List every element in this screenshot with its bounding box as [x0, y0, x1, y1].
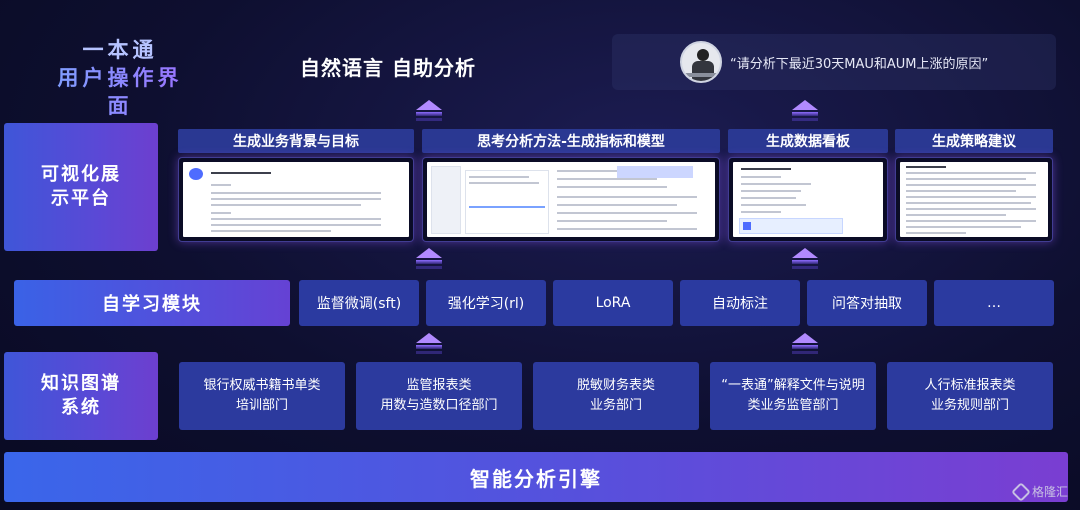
step-title-strategy: 生成策略建议 [895, 129, 1053, 153]
method-chip-rl: 强化学习(rl) [426, 280, 546, 326]
knowledge-source-pboc-line1: 人行标准报表类 [924, 378, 1016, 393]
arrow-up-icon [416, 248, 442, 270]
arrow-up-icon [792, 248, 818, 270]
screen-strategy-doc[interactable] [895, 157, 1053, 242]
method-chip-sft: 监督微调(sft) [299, 280, 419, 326]
screen-method-doc[interactable] [422, 157, 720, 242]
brand-line-1: 一本通 [82, 38, 158, 62]
knowledge-source-one-table-line1: “一表通”解释文件与说明 [721, 378, 865, 393]
screen-dashboard-doc[interactable] [728, 157, 888, 242]
method-chip-qa-extract: 问答对抽取 [807, 280, 927, 326]
knowledge-source-financial-line2: 业务部门 [589, 398, 642, 413]
tagline: 自然语言 自助分析 [300, 56, 476, 80]
knowledge-source-financial: 脱敏财务表类 业务部门 [533, 362, 699, 430]
layer-visualization-text: 可视化展示平台 [41, 164, 121, 209]
arrow-up-icon [792, 100, 818, 122]
watermark-logo-icon [1011, 481, 1031, 502]
arrow-up-icon [792, 333, 818, 355]
method-chip-auto-label: 自动标注 [680, 280, 800, 326]
step-title-dashboard: 生成数据看板 [728, 129, 888, 153]
method-chip-more: … [934, 280, 1054, 326]
knowledge-source-regulatory-line2: 用数与造数口径部门 [380, 398, 498, 413]
arrow-up-icon [416, 333, 442, 355]
arrow-up-icon [416, 100, 442, 122]
watermark: 格隆汇 [1011, 481, 1068, 502]
method-chip-lora: LoRA [553, 280, 673, 326]
brand-line-2: 用户操作界面 [50, 64, 190, 120]
query-box: “请分析下最近30天MAU和AUM上涨的原因” [612, 34, 1056, 90]
screen-background-doc[interactable] [178, 157, 414, 242]
brand-title: 一本通 用户操作界面 [50, 36, 190, 120]
user-avatar-icon [680, 41, 722, 83]
step-title-method: 思考分析方法-生成指标和模型 [422, 129, 720, 153]
knowledge-source-regulatory: 监管报表类 用数与造数口径部门 [356, 362, 522, 430]
knowledge-source-books-line2: 培训部门 [235, 398, 288, 413]
layer-label-self-learning: 自学习模块 [14, 280, 290, 326]
layer-label-engine: 智能分析引擎 [4, 452, 1068, 502]
knowledge-source-books-line1: 银行权威书籍书单类 [203, 378, 321, 393]
query-text: “请分析下最近30天MAU和AUM上涨的原因” [730, 56, 989, 72]
step-title-background: 生成业务背景与目标 [178, 129, 414, 153]
knowledge-source-books: 银行权威书籍书单类 培训部门 [179, 362, 345, 430]
layer-label-knowledge-graph: 知识图谱系统 [4, 352, 158, 440]
layer-label-visualization: 可视化展示平台 [4, 123, 158, 251]
knowledge-source-one-table-line2: 类业务监管部门 [747, 398, 839, 413]
watermark-text: 格隆汇 [1031, 485, 1068, 499]
knowledge-source-one-table: “一表通”解释文件与说明 类业务监管部门 [710, 362, 876, 430]
knowledge-source-pboc: 人行标准报表类 业务规则部门 [887, 362, 1053, 430]
layer-knowledge-graph-text: 知识图谱系统 [41, 373, 121, 418]
knowledge-source-financial-line1: 脱敏财务表类 [576, 378, 655, 393]
knowledge-source-pboc-line2: 业务规则部门 [930, 398, 1009, 413]
knowledge-source-regulatory-line1: 监管报表类 [406, 378, 472, 393]
